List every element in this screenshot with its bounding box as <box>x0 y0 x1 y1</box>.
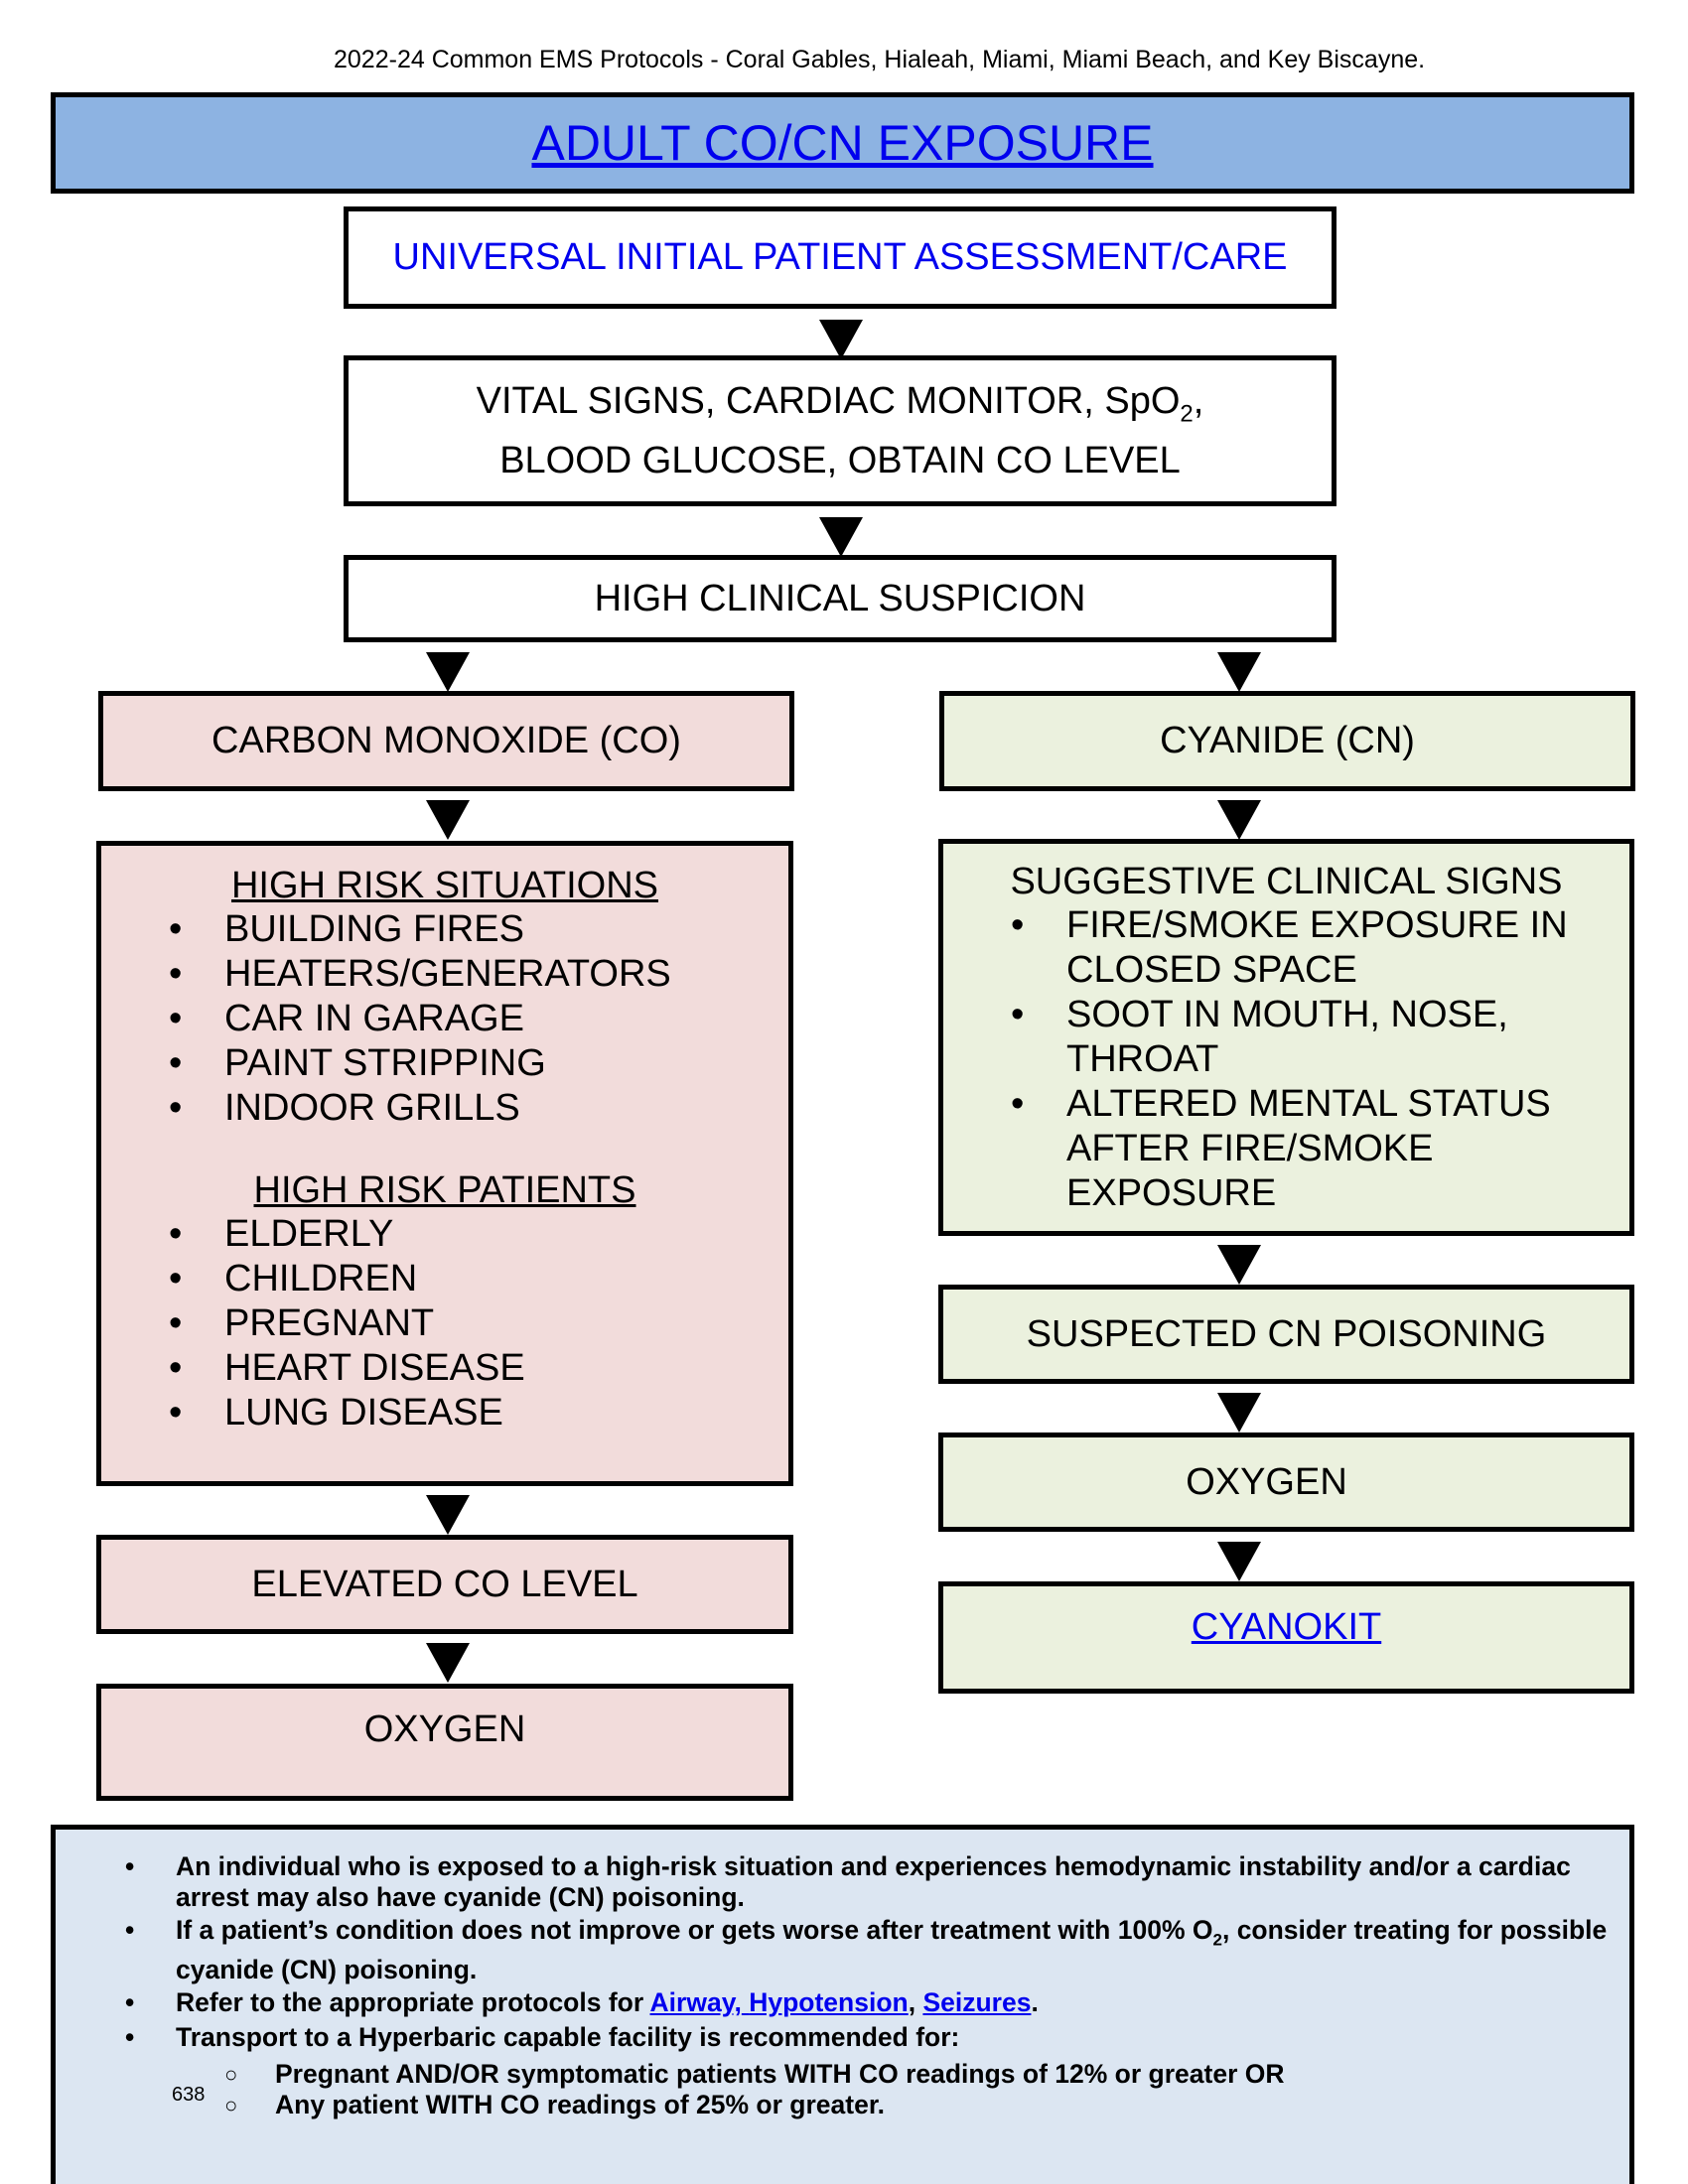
carbon-monoxide-label: CARBON MONOXIDE (CO) <box>211 720 681 761</box>
elevated-co-level-box: ELEVATED CO LEVEL <box>96 1535 793 1634</box>
list-item: FIRE/SMOKE EXPOSURE IN CLOSED SPACE <box>943 903 1629 993</box>
page-number: 638 <box>172 2084 206 2106</box>
cyanokit-link[interactable]: CYANOKIT <box>1191 1606 1382 1648</box>
list-item: ALTERED MENTAL STATUS AFTER FIRE/SMOKE E… <box>943 1082 1629 1216</box>
list-item: CAR IN GARAGE <box>101 997 788 1041</box>
arrow-down-co-3 <box>426 1495 470 1535</box>
universal-assessment-box: UNIVERSAL INITIAL PATIENT ASSESSMENT/CAR… <box>344 206 1336 309</box>
cyanide-label: CYANIDE (CN) <box>1160 720 1415 761</box>
co-risk-box: HIGH RISK SITUATIONS BUILDING FIRES HEAT… <box>96 841 793 1486</box>
note-4: • Transport to a Hyperbaric capable faci… <box>125 2022 960 2053</box>
list-item: HEATERS/GENERATORS <box>101 952 788 997</box>
vitals-line-2: BLOOD GLUCOSE, OBTAIN CO LEVEL <box>499 439 1181 481</box>
suspected-cn-label: SUSPECTED CN POISONING <box>1026 1312 1547 1355</box>
arrow-down-co-2 <box>426 800 470 840</box>
high-clinical-suspicion-box: HIGH CLINICAL SUSPICION <box>344 555 1336 642</box>
arrow-down-cn <box>1217 652 1261 692</box>
arrow-down-cn-4 <box>1217 1393 1261 1433</box>
arrow-down-2 <box>819 517 863 557</box>
suggestive-signs-title: SUGGESTIVE CLINICAL SIGNS <box>1010 861 1563 902</box>
title-bar: ADULT CO/CN EXPOSURE <box>51 92 1634 194</box>
note-1: • An individual who is exposed to a high… <box>125 1851 1571 1912</box>
note-2: • If a patient’s condition does not impr… <box>125 1915 1608 1985</box>
list-item: INDOOR GRILLS <box>101 1086 788 1131</box>
note-4-sub-2: ○ Any patient WITH CO readings of 25% or… <box>224 2090 886 2120</box>
list-item: ELDERLY <box>101 1212 788 1257</box>
list-item: PREGNANT <box>101 1301 788 1346</box>
running-header: 2022-24 Common EMS Protocols - Coral Gab… <box>334 46 1426 73</box>
list-item: HEART DISEASE <box>101 1346 788 1391</box>
high-risk-patients-title: HIGH RISK PATIENTS <box>253 1169 636 1211</box>
cn-oxygen-label: OXYGEN <box>1186 1460 1347 1503</box>
arrow-down-cn-3 <box>1217 1245 1261 1285</box>
arrow-down-co <box>426 652 470 692</box>
carbon-monoxide-box: CARBON MONOXIDE (CO) <box>98 691 794 791</box>
arrow-down-1 <box>819 320 863 359</box>
arrow-down-co-4 <box>426 1643 470 1683</box>
list-item: PAINT STRIPPING <box>101 1041 788 1086</box>
high-clinical-suspicion-label: HIGH CLINICAL SUSPICION <box>594 577 1086 619</box>
vitals-line-1: VITAL SIGNS, CARDIAC MONITOR, SpO2, <box>476 380 1204 428</box>
list-item: SOOT IN MOUTH, NOSE, THROAT <box>943 993 1629 1082</box>
airway-hypotension-link[interactable]: Airway, Hypotension <box>649 1987 909 2018</box>
seizures-link[interactable]: Seizures <box>922 1987 1032 2018</box>
vitals-box: VITAL SIGNS, CARDIAC MONITOR, SpO2, BLOO… <box>344 355 1336 506</box>
note-4-sub-1: ○ Pregnant AND/OR symptomatic patients W… <box>224 2059 1285 2090</box>
cn-oxygen-box: OXYGEN <box>938 1433 1634 1532</box>
arrow-down-cn-2 <box>1217 800 1261 840</box>
page-title[interactable]: ADULT CO/CN EXPOSURE <box>531 115 1154 171</box>
universal-assessment-link[interactable]: UNIVERSAL INITIAL PATIENT ASSESSMENT/CAR… <box>392 236 1288 278</box>
high-risk-situations-list: BUILDING FIRES HEATERS/GENERATORS CAR IN… <box>101 907 788 1131</box>
suggestive-signs-list: FIRE/SMOKE EXPOSURE IN CLOSED SPACE SOOT… <box>943 903 1629 1216</box>
note-3: • Refer to the appropriate protocols for… <box>125 1987 1039 2018</box>
high-risk-situations-title: HIGH RISK SITUATIONS <box>230 865 658 906</box>
notes-box: • An individual who is exposed to a high… <box>51 1825 1634 2184</box>
co-oxygen-label: OXYGEN <box>363 1708 526 1750</box>
high-risk-patients-list: ELDERLY CHILDREN PREGNANT HEART DISEASE … <box>101 1212 788 1435</box>
list-item: CHILDREN <box>101 1257 788 1301</box>
cn-signs-box: SUGGESTIVE CLINICAL SIGNS FIRE/SMOKE EXP… <box>938 839 1634 1236</box>
co-oxygen-box: OXYGEN <box>96 1684 793 1801</box>
elevated-co-level-label: ELEVATED CO LEVEL <box>251 1563 638 1605</box>
list-item: BUILDING FIRES <box>101 907 788 952</box>
suspected-cn-box: SUSPECTED CN POISONING <box>938 1285 1634 1384</box>
list-item: LUNG DISEASE <box>101 1391 788 1435</box>
arrow-down-cn-5 <box>1217 1542 1261 1581</box>
cyanide-box: CYANIDE (CN) <box>939 691 1635 791</box>
cyanokit-box: CYANOKIT <box>938 1581 1634 1694</box>
